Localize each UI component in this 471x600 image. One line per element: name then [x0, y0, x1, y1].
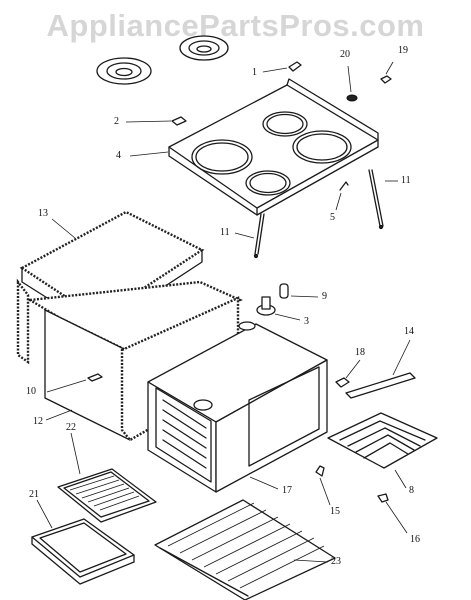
label-part-14: 14	[404, 326, 414, 337]
part-18-clip[interactable]	[335, 377, 350, 388]
part-11-rod-left[interactable]	[253, 213, 265, 259]
part-20-knob[interactable]	[346, 94, 358, 102]
label-part-18: 18	[355, 347, 365, 358]
part-14-bracket[interactable]	[345, 372, 416, 399]
label-part-2: 2	[114, 116, 119, 127]
part-16-clip[interactable]	[377, 493, 389, 503]
part-11-rod-right[interactable]	[368, 169, 384, 230]
drip-bowl-right[interactable]	[179, 35, 229, 61]
part-10-clip[interactable]	[87, 373, 103, 382]
label-part-20: 20	[340, 49, 350, 60]
part-2-clip[interactable]	[171, 116, 187, 126]
label-part-15: 15	[330, 506, 340, 517]
label-part-21: 21	[29, 489, 39, 500]
part-3-thermostat-bulb[interactable]	[256, 296, 276, 316]
label-part-1: 1	[252, 67, 257, 78]
label-part-17: 17	[282, 485, 292, 496]
label-part-11-right: 11	[401, 175, 411, 186]
label-part-23: 23	[331, 556, 341, 567]
label-part-10: 10	[26, 386, 36, 397]
label-part-22: 22	[66, 422, 76, 433]
part-17-oven-cavity[interactable]	[147, 321, 328, 493]
part-8-broil-element[interactable]	[327, 412, 438, 469]
drip-bowl-left[interactable]	[96, 57, 152, 85]
part-21-broiler-pan[interactable]	[31, 518, 135, 585]
part-22-broiler-grid[interactable]	[57, 468, 157, 523]
label-part-8: 8	[409, 485, 414, 496]
label-part-16: 16	[410, 534, 420, 545]
label-part-3: 3	[304, 316, 309, 327]
label-part-19: 19	[398, 45, 408, 56]
label-part-13: 13	[38, 208, 48, 219]
part-1-clip[interactable]	[288, 61, 302, 72]
part-15-clip[interactable]	[315, 465, 325, 477]
part-9-pin[interactable]	[279, 283, 289, 299]
label-part-12: 12	[33, 416, 43, 427]
label-part-11-left: 11	[220, 227, 230, 238]
label-part-5: 5	[330, 212, 335, 223]
watermark-text: AppliancePartsPros.com	[46, 8, 425, 43]
part-5-spring[interactable]	[339, 181, 349, 191]
part-4-cooktop[interactable]	[168, 78, 379, 216]
label-part-9: 9	[322, 291, 327, 302]
part-23-oven-rack[interactable]	[154, 499, 336, 600]
part-19-clip[interactable]	[380, 75, 392, 84]
label-part-4: 4	[116, 150, 121, 161]
